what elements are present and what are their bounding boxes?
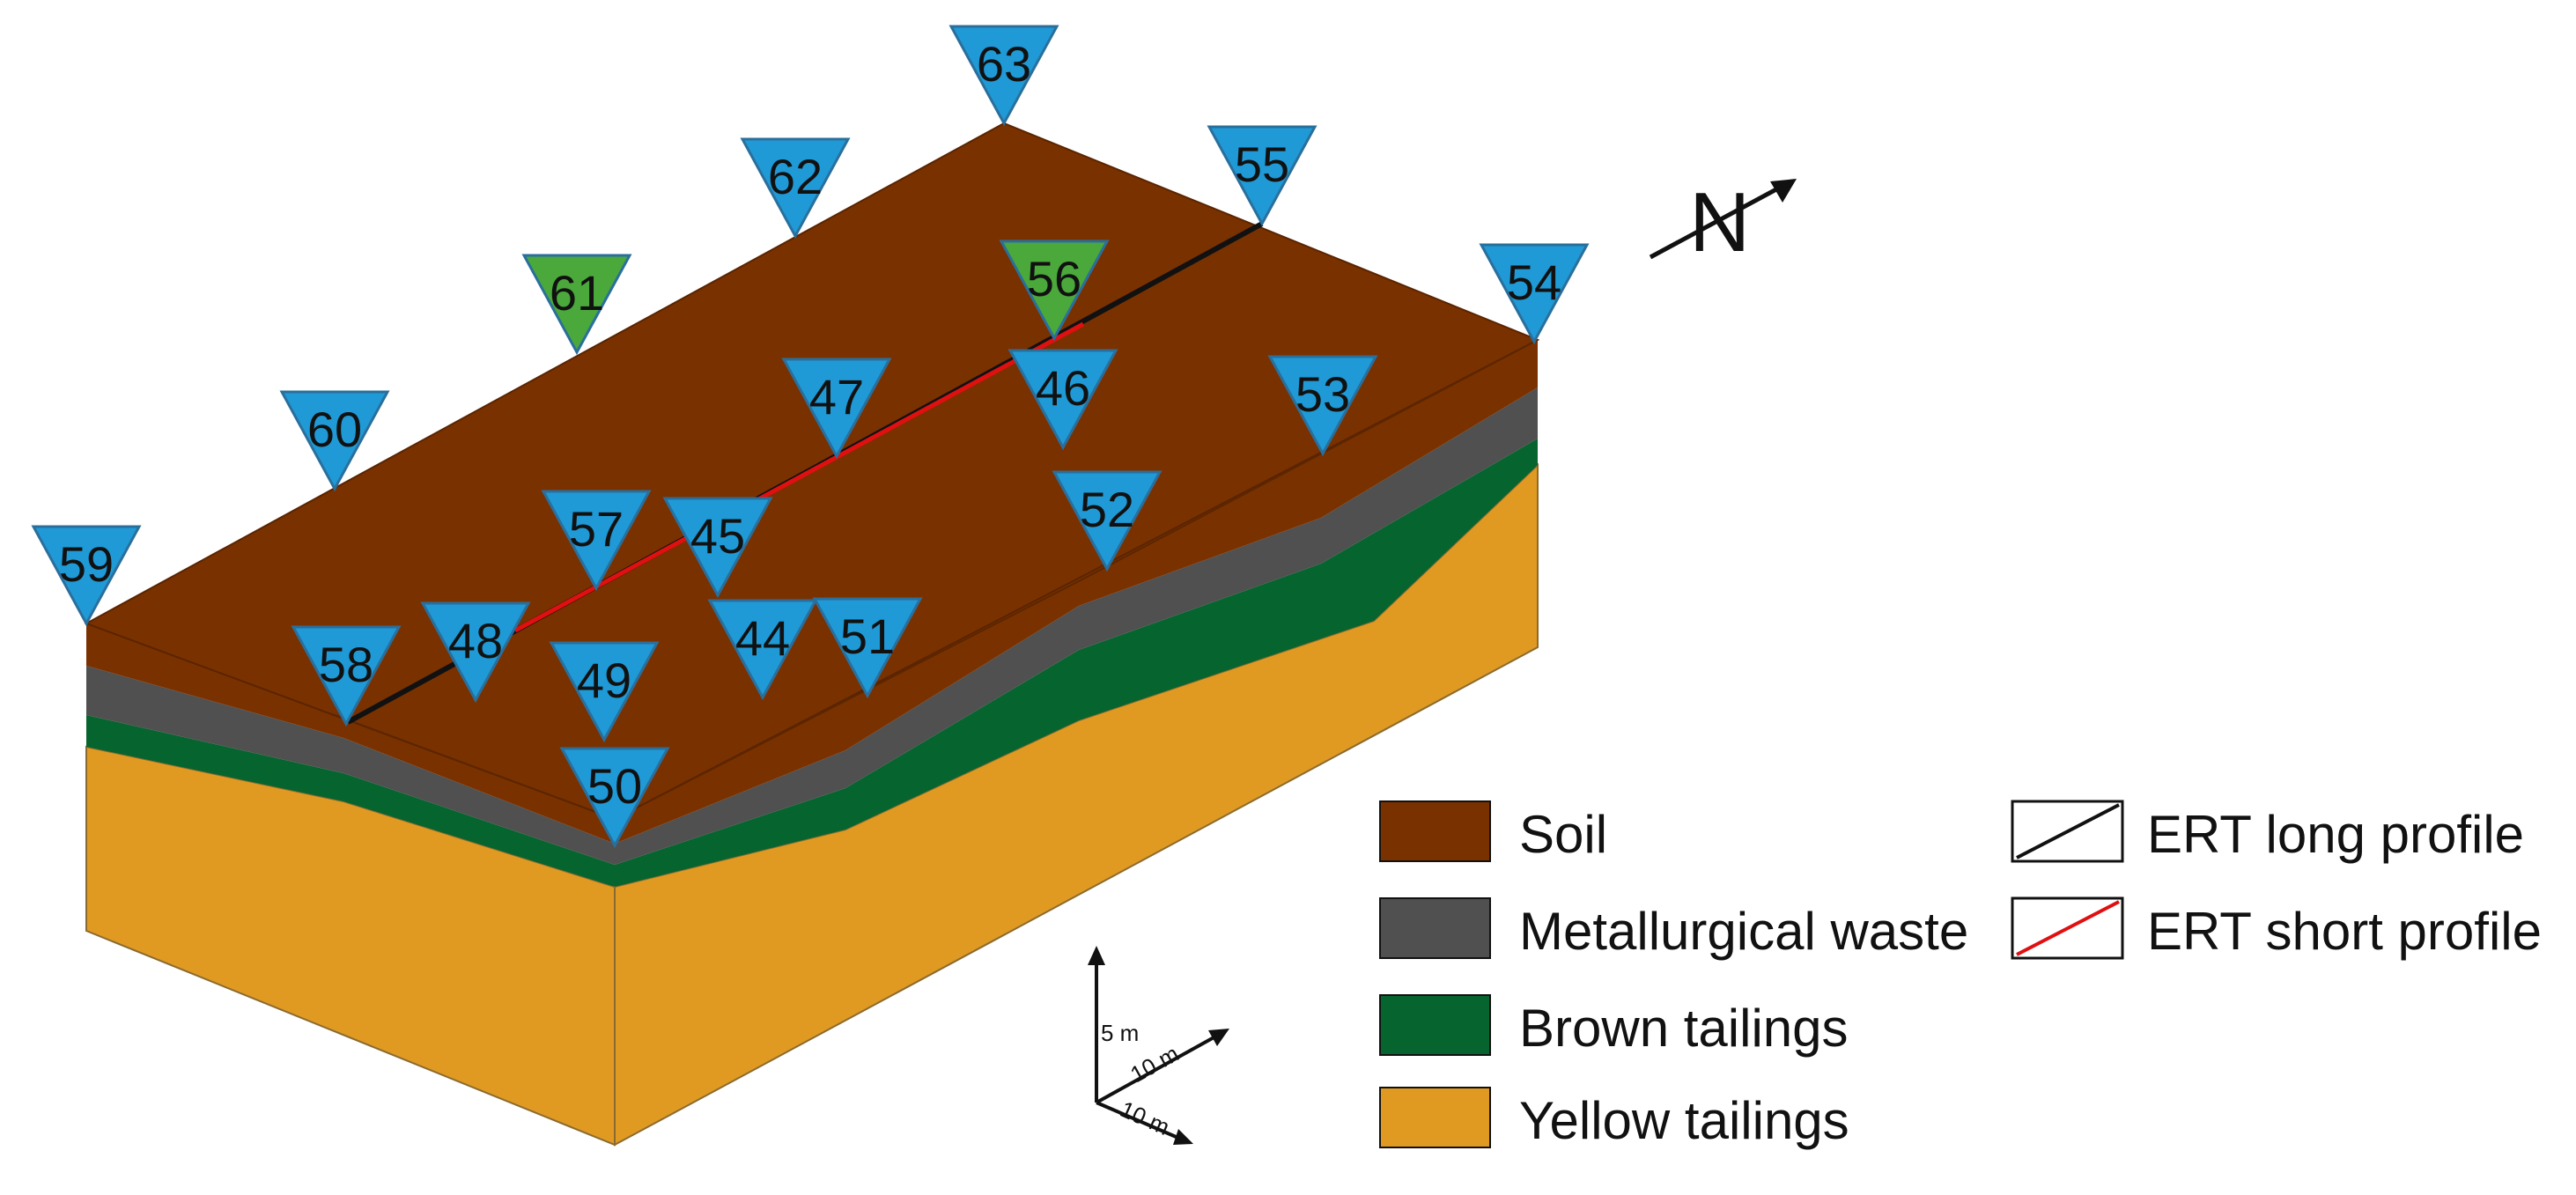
north-label: N [1689, 175, 1750, 269]
marker-45: 45 [662, 497, 773, 599]
legend-metallurgical-waste-swatch [1379, 897, 1491, 959]
marker-label-56: 56 [1027, 251, 1081, 306]
marker-52: 52 [1052, 470, 1163, 572]
marker-60: 60 [279, 390, 390, 492]
marker-46: 46 [1008, 349, 1118, 451]
marker-label-63: 63 [977, 36, 1031, 92]
marker-label-59: 59 [59, 536, 114, 592]
legend-soil-label: Soil [1519, 805, 1607, 864]
marker-triangle-61 [521, 254, 632, 356]
legend-yellow-tailings-label: Yellow tailings [1519, 1091, 1849, 1150]
marker-label-50: 50 [587, 758, 642, 814]
marker-triangle-62 [740, 137, 851, 240]
legend-layers: Soil Metallurgical waste Brown tailings … [1379, 800, 1968, 1150]
marker-triangle-47 [781, 358, 892, 460]
legend-ert-short-line [2016, 900, 2120, 956]
marker-49: 49 [549, 641, 660, 743]
marker-triangle-60 [279, 390, 390, 492]
marker-triangle-50 [559, 747, 670, 849]
legend-profiles: ERT long profile ERT short profile [2011, 800, 2542, 961]
legend-yellow-tailings-swatch [1379, 1087, 1491, 1148]
legend-metallurgical-waste-label: Metallurgical waste [1519, 902, 1968, 961]
marker-triangle-56 [999, 240, 1110, 342]
marker-53: 53 [1267, 355, 1378, 457]
ert-short-profile-line [513, 321, 1085, 633]
scale-east-label: 10 m [1126, 1040, 1183, 1088]
marker-57: 57 [541, 490, 652, 592]
soil-front-left [86, 623, 615, 844]
marker-47: 47 [781, 358, 892, 460]
marker-triangle-44 [707, 599, 818, 701]
legend-ert-short-label: ERT short profile [2147, 902, 2542, 961]
marker-48: 48 [420, 601, 531, 704]
surface-fold-line-right [614, 339, 1539, 820]
marker-triangle-63 [948, 25, 1059, 127]
legend-brown-tailings-label: Brown tailings [1519, 999, 1849, 1058]
marker-triangle-48 [420, 601, 531, 704]
soil-front-right [615, 340, 1538, 844]
marker-59: 59 [31, 525, 142, 627]
marker-label-51: 51 [840, 609, 895, 664]
metallurgical-waste-front-right [615, 387, 1538, 865]
brown-tailings-front-right [615, 439, 1538, 887]
legend-soil-swatch [1379, 800, 1491, 862]
marker-triangle-49 [549, 641, 660, 743]
metallurgical-waste-front-left [86, 666, 615, 865]
marker-63: 63 [948, 25, 1059, 127]
marker-label-60: 60 [307, 402, 362, 457]
marker-triangle-45 [662, 497, 773, 599]
surface-fold-line [334, 714, 616, 820]
marker-label-55: 55 [1235, 136, 1289, 192]
front-left-face [85, 623, 616, 1147]
scale-vertical-label: 5 m [1101, 1020, 1139, 1046]
legend-brown-tailings-swatch [1379, 994, 1491, 1056]
survey-markers: 63 62 55 61 56 54 60 47 46 53 59 57 45 52 48 58 44 51 49 50 [31, 25, 1590, 849]
marker-label-52: 52 [1080, 482, 1134, 537]
marker-label-58: 58 [319, 637, 373, 692]
marker-label-45: 45 [690, 508, 745, 564]
marker-triangle-52 [1052, 470, 1163, 572]
marker-56: 56 [999, 240, 1110, 342]
marker-triangle-58 [291, 625, 402, 727]
marker-label-57: 57 [569, 501, 624, 557]
marker-label-48: 48 [448, 613, 503, 668]
marker-triangle-55 [1207, 125, 1318, 227]
marker-triangle-51 [812, 597, 923, 699]
marker-62: 62 [740, 137, 851, 240]
marker-label-46: 46 [1036, 360, 1090, 416]
marker-58: 58 [291, 625, 402, 727]
marker-label-53: 53 [1295, 366, 1350, 422]
marker-triangle-54 [1479, 243, 1590, 345]
marker-triangle-53 [1267, 355, 1378, 457]
marker-51: 51 [812, 597, 923, 699]
marker-55: 55 [1207, 125, 1318, 227]
scale-south-label: 10 m [1117, 1095, 1174, 1140]
legend-ert-long-line [2016, 803, 2120, 859]
front-right-face [614, 340, 1539, 1147]
north-arrow: N [1649, 175, 1797, 269]
scale-axes: 5 m 10 m 10 m [1088, 946, 1229, 1145]
north-arrowhead [1770, 179, 1797, 203]
marker-triangle-59 [31, 525, 142, 627]
marker-triangle-46 [1008, 349, 1118, 451]
marker-61: 61 [521, 254, 632, 356]
marker-label-62: 62 [768, 149, 823, 204]
legend-ert-long-label: ERT long profile [2147, 805, 2524, 864]
marker-triangle-57 [541, 490, 652, 592]
marker-label-47: 47 [809, 369, 864, 424]
marker-label-61: 61 [550, 265, 604, 321]
brown-tailings-front-left [86, 715, 615, 887]
marker-label-49: 49 [577, 653, 631, 708]
marker-label-54: 54 [1507, 254, 1561, 310]
marker-54: 54 [1479, 243, 1590, 345]
marker-label-44: 44 [735, 610, 790, 666]
marker-44: 44 [707, 599, 818, 701]
marker-50: 50 [559, 747, 670, 849]
